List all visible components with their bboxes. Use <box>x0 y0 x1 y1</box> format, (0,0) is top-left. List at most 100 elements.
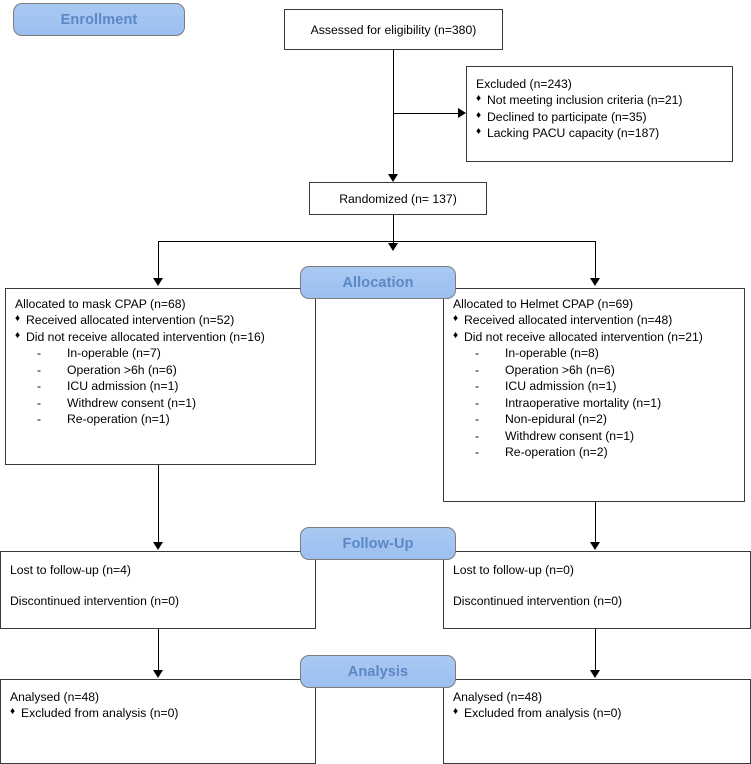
allocation-left-not-received: ♦ Did not receive allocated intervention… <box>15 329 306 345</box>
allocation-right-reason-2: - ICU admission (n=1) <box>453 378 735 394</box>
analysis-left-excluded-label: Excluded from analysis (n=0) <box>21 706 179 721</box>
allocation-left-received: ♦ Received allocated intervention (n=52) <box>15 312 306 328</box>
stage-pill-allocation-label: Allocation <box>342 274 414 291</box>
allocation-left-title: Allocated to mask CPAP (n=68) <box>15 297 186 311</box>
connector-split-horizontal <box>158 241 595 242</box>
arrow-split-to-right-allocation <box>590 278 600 286</box>
bullet-icon: ♦ <box>476 109 482 121</box>
bullet-icon: ♦ <box>453 706 459 718</box>
allocation-left-reason-4: - Re-operation (n=1) <box>15 411 306 427</box>
allocation-left-reason-4-label: Re-operation (n=1) <box>67 412 170 427</box>
dash-icon: - <box>37 379 42 394</box>
arrow-left-allocation-to-followup <box>153 542 163 550</box>
connector-split-right-down <box>595 241 596 278</box>
allocation-right-reason-4-label: Non-epidural (n=2) <box>505 412 607 427</box>
analysis-right-excluded-label: Excluded from analysis (n=0) <box>464 706 622 721</box>
allocation-right-reason-6-label: Re-operation (n=2) <box>505 445 608 460</box>
allocation-left-reason-1: - Operation >6h (n=6) <box>15 362 306 378</box>
allocation-right-reason-0: - In-operable (n=8) <box>453 345 735 361</box>
analysis-left-box: Analysed (n=48) ♦ Excluded from analysis… <box>0 679 316 764</box>
followup-left-discontinued: Discontinued intervention (n=0) <box>10 594 180 609</box>
allocation-left-reason-0-label: In-operable (n=7) <box>67 346 161 361</box>
bullet-icon: ♦ <box>453 329 459 341</box>
analysis-right-analysed: Analysed (n=48) <box>453 690 543 704</box>
followup-right-lost: Lost to follow-up (n=0) <box>453 563 574 577</box>
allocation-right-reason-3-label: Intraoperative mortality (n=1) <box>505 395 662 410</box>
stage-pill-enrollment: Enrollment <box>13 3 185 36</box>
excluded-reason-1-label: Declined to participate (n=35) <box>487 109 647 124</box>
excluded-reason-2: ♦ Lacking PACU capacity (n=187) <box>476 125 723 141</box>
allocation-right-received-label: Received allocated intervention (n=48) <box>464 313 673 328</box>
excluded-reason-2-label: Lacking PACU capacity (n=187) <box>487 126 660 141</box>
arrow-split-to-left-allocation <box>153 278 163 286</box>
bullet-icon: ♦ <box>453 313 459 325</box>
arrow-assessed-to-excluded <box>458 108 466 118</box>
allocation-right-reason-0-label: In-operable (n=8) <box>505 346 599 361</box>
excluded-title: Excluded (n=243) <box>476 77 572 91</box>
dash-icon: - <box>475 362 480 377</box>
arrow-randomized-split <box>388 243 398 251</box>
allocation-right-reason-2-label: ICU admission (n=1) <box>505 379 617 394</box>
bullet-icon: ♦ <box>15 329 21 341</box>
allocation-right-box: Allocated to Helmet CPAP (n=69) ♦ Receiv… <box>443 288 745 502</box>
assessed-for-eligibility-box: Assessed for eligibility (n=380) <box>284 9 503 50</box>
dash-icon: - <box>37 395 42 410</box>
randomized-text: Randomized (n= 137) <box>339 191 457 206</box>
dash-icon: - <box>37 412 42 427</box>
arrow-assessed-to-randomized <box>388 174 398 182</box>
analysis-left-analysed: Analysed (n=48) <box>10 690 100 704</box>
stage-pill-followup-label: Follow-Up <box>342 535 414 552</box>
randomized-box: Randomized (n= 137) <box>309 182 487 215</box>
bullet-icon: ♦ <box>476 93 482 105</box>
dash-icon: - <box>37 362 42 377</box>
excluded-reason-1: ♦ Declined to participate (n=35) <box>476 109 723 125</box>
allocation-left-reason-2: - ICU admission (n=1) <box>15 378 306 394</box>
dash-icon: - <box>475 412 480 427</box>
stage-pill-allocation: Allocation <box>300 266 456 299</box>
followup-right-discontinued: Discontinued intervention (n=0) <box>453 594 623 609</box>
stage-pill-analysis-label: Analysis <box>347 663 409 680</box>
dash-icon: - <box>475 428 480 443</box>
dash-icon: - <box>475 395 480 410</box>
allocation-right-not-received-label: Did not receive allocated intervention (… <box>464 329 703 344</box>
allocation-right-reason-6: - Re-operation (n=2) <box>453 444 735 460</box>
dash-icon: - <box>475 379 480 394</box>
followup-right-box: Lost to follow-up (n=0) Discontinued int… <box>443 551 751 629</box>
arrow-right-followup-to-analysis <box>590 670 600 678</box>
allocation-left-reason-0: - In-operable (n=7) <box>15 345 306 361</box>
excluded-box: Excluded (n=243) ♦ Not meeting inclusion… <box>466 66 733 162</box>
connector-left-followup-to-analysis <box>158 629 159 671</box>
analysis-right-excluded: ♦ Excluded from analysis (n=0) <box>453 705 741 721</box>
analysis-left-excluded: ♦ Excluded from analysis (n=0) <box>10 705 306 721</box>
dash-icon: - <box>37 346 42 361</box>
dash-icon: - <box>475 346 480 361</box>
followup-left-lost: Lost to follow-up (n=4) <box>10 563 131 577</box>
stage-pill-enrollment-label: Enrollment <box>60 11 138 28</box>
followup-left-box: Lost to follow-up (n=4) Discontinued int… <box>0 551 316 629</box>
excluded-reason-0-label: Not meeting inclusion criteria (n=21) <box>487 93 683 108</box>
allocation-left-reason-1-label: Operation >6h (n=6) <box>67 362 177 377</box>
stage-pill-followup: Follow-Up <box>300 527 456 560</box>
allocation-left-box: Allocated to mask CPAP (n=68) ♦ Received… <box>5 288 316 465</box>
allocation-right-reason-3: - Intraoperative mortality (n=1) <box>453 395 735 411</box>
allocation-right-reason-5-label: Withdrew consent (n=1) <box>505 428 635 443</box>
bullet-icon: ♦ <box>15 313 21 325</box>
connector-right-followup-to-analysis <box>595 629 596 671</box>
allocation-right-reason-1: - Operation >6h (n=6) <box>453 362 735 378</box>
allocation-left-not-received-label: Did not receive allocated intervention (… <box>26 329 265 344</box>
allocation-right-reason-5: - Withdrew consent (n=1) <box>453 428 735 444</box>
allocation-left-received-label: Received allocated intervention (n=52) <box>26 313 235 328</box>
arrow-right-allocation-to-followup <box>590 542 600 550</box>
analysis-right-box: Analysed (n=48) ♦ Excluded from analysis… <box>443 679 751 764</box>
connector-right-allocation-to-followup <box>595 502 596 543</box>
allocation-right-reason-1-label: Operation >6h (n=6) <box>505 362 615 377</box>
allocation-right-received: ♦ Received allocated intervention (n=48) <box>453 312 735 328</box>
connector-randomized-down <box>393 215 394 244</box>
stage-pill-analysis: Analysis <box>300 655 456 688</box>
allocation-right-reason-4: - Non-epidural (n=2) <box>453 411 735 427</box>
excluded-reason-0: ♦ Not meeting inclusion criteria (n=21) <box>476 92 723 108</box>
allocation-left-reason-3-label: Withdrew consent (n=1) <box>67 395 197 410</box>
allocation-right-not-received: ♦ Did not receive allocated intervention… <box>453 329 735 345</box>
connector-split-left-down <box>158 241 159 278</box>
